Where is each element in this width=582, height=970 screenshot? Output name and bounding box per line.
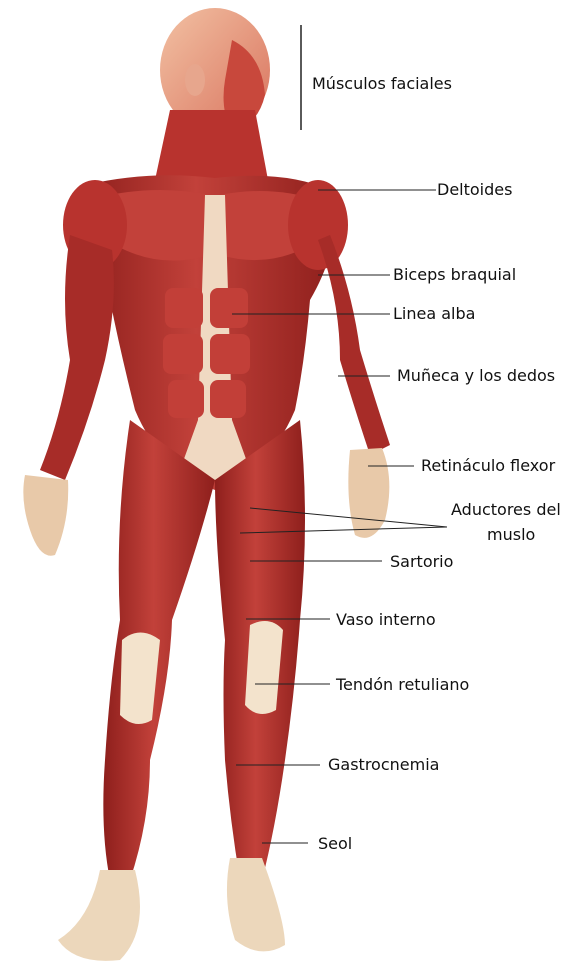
- foot-right: [227, 858, 285, 951]
- foot-left: [58, 870, 140, 961]
- label-seol: Seol: [318, 834, 352, 853]
- label-vaso-interno: Vaso interno: [336, 610, 436, 629]
- label-retinaculo-flexor: Retináculo flexor: [421, 456, 555, 475]
- neck: [155, 110, 268, 180]
- label-tendon-retuliano: Tendón retuliano: [336, 675, 469, 694]
- deltoid-right: [288, 180, 348, 270]
- label-gastrocnemia: Gastrocnemia: [328, 755, 439, 774]
- leg-left: [103, 420, 215, 880]
- label-biceps-braquial: Biceps braquial: [393, 265, 516, 284]
- hand-right: [348, 448, 389, 538]
- label-muneca-dedos: Muñeca y los dedos: [397, 366, 555, 385]
- label-aductores-line2: muslo: [487, 525, 535, 544]
- arm-left: [40, 235, 114, 480]
- label-aductores-line1: Aductores del: [451, 500, 561, 519]
- label-sartorio: Sartorio: [390, 552, 453, 571]
- arm-right: [318, 235, 390, 455]
- label-deltoides: Deltoides: [437, 180, 512, 199]
- hand-left: [23, 475, 68, 556]
- label-linea-alba: Linea alba: [393, 304, 475, 323]
- label-musculos-faciales: Músculos faciales: [312, 74, 452, 93]
